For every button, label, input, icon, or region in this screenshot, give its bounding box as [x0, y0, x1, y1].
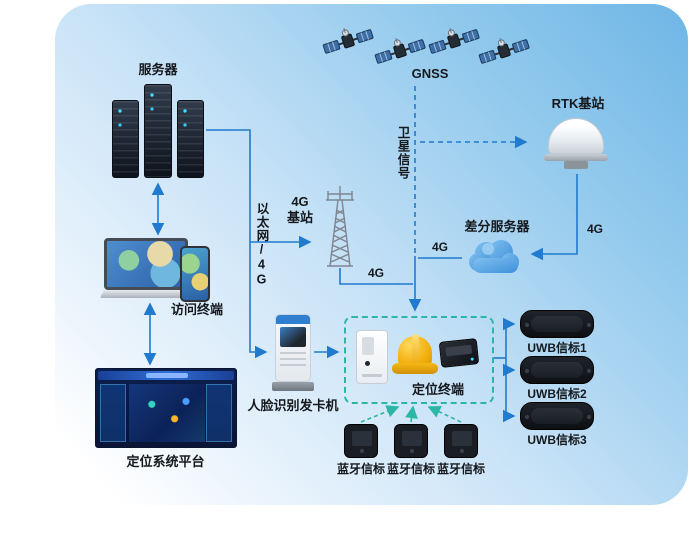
- server-label: 服务器: [138, 62, 178, 77]
- platform-right-panel: [206, 384, 232, 442]
- badge-led: [470, 357, 474, 361]
- uwb-beacon-icon: [520, 356, 594, 384]
- access-terminal-label: 访问终端: [170, 302, 223, 317]
- rtk-dome-foot: [564, 161, 588, 169]
- uwb-beacon-3-label: UWB信标3: [527, 433, 587, 447]
- uwb-beacon-1-label: UWB信标1: [527, 341, 587, 355]
- wall-device-button: [365, 361, 370, 366]
- 4g-label-tower-line: 4G: [367, 266, 384, 280]
- face-machine-screen: [280, 327, 306, 347]
- server-tower-icon: [144, 84, 172, 178]
- server-tower-icon: [177, 100, 204, 178]
- platform-label: 定位系统平台: [126, 454, 205, 469]
- uwb-beacon-icon: [520, 402, 594, 430]
- rtk-dome-icon: [538, 116, 614, 172]
- uwb-beacon-icon: [520, 310, 594, 338]
- positioning-terminal-box: [344, 316, 494, 404]
- wall-device-line: [362, 374, 382, 377]
- rtk-dome-band: [544, 154, 608, 161]
- satellite-icon: [319, 19, 378, 64]
- badge-tag-icon: [438, 338, 480, 368]
- 4g-label-rtk-line: 4G: [586, 222, 603, 236]
- face-card-machine-label: 人脸识别发卡机: [247, 398, 339, 413]
- bluetooth-beacon-icon: [444, 424, 478, 458]
- face-card-machine-icon: [272, 314, 314, 394]
- face-machine-body: [275, 314, 311, 382]
- platform-screenshot: [95, 368, 237, 448]
- laptop-icon: [100, 238, 192, 300]
- gnss-label: GNSS: [411, 66, 449, 81]
- 4g-label-cloud-line: 4G: [431, 240, 448, 254]
- wall-device-slot: [362, 337, 374, 355]
- helmet-icon: [392, 334, 438, 378]
- cloud-icon: [464, 236, 524, 278]
- satellite-icon: [475, 29, 534, 74]
- helmet-ridge: [412, 334, 419, 365]
- bluetooth-beacon-icon: [394, 424, 428, 458]
- positioning-terminal-label: 定位终端: [411, 382, 464, 397]
- rtk-dome-top: [548, 118, 604, 154]
- face-machine-top-band: [276, 315, 310, 324]
- platform-header-title: [146, 373, 188, 378]
- platform-left-panel: [100, 384, 126, 442]
- wall-device-icon: [356, 330, 388, 384]
- uwb-beacon-2-label: UWB信标2: [527, 387, 587, 401]
- badge-window: [445, 344, 473, 357]
- face-machine-keypad: [280, 352, 306, 370]
- laptop-screen: [104, 238, 188, 290]
- bluetooth-beacon-icon: [344, 424, 378, 458]
- 4g-station-label: 4G基站: [287, 194, 314, 226]
- server-tower-icon: [112, 100, 139, 178]
- bluetooth-beacon-1-label: 蓝牙信标: [336, 462, 385, 476]
- laptop-base: [100, 290, 192, 298]
- 4g-tower-icon: [316, 184, 364, 268]
- satellite-icon: [371, 29, 430, 74]
- platform-map-area: [129, 384, 205, 442]
- bluetooth-beacon-3-label: 蓝牙信标: [436, 462, 485, 476]
- server-rack-icon: [110, 84, 206, 180]
- rtk-station-label: RTK基站: [551, 96, 605, 111]
- phone-icon: [180, 246, 210, 302]
- diff-server-label: 差分服务器: [464, 219, 530, 234]
- ethernet-4g-label: 以太网/4G: [254, 202, 269, 288]
- satellite-icon: [425, 19, 484, 64]
- satellite-signal-label: 卫星信号: [395, 126, 410, 180]
- bluetooth-beacon-2-label: 蓝牙信标: [386, 462, 435, 476]
- face-machine-base: [272, 382, 314, 391]
- helmet-brim: [392, 363, 438, 374]
